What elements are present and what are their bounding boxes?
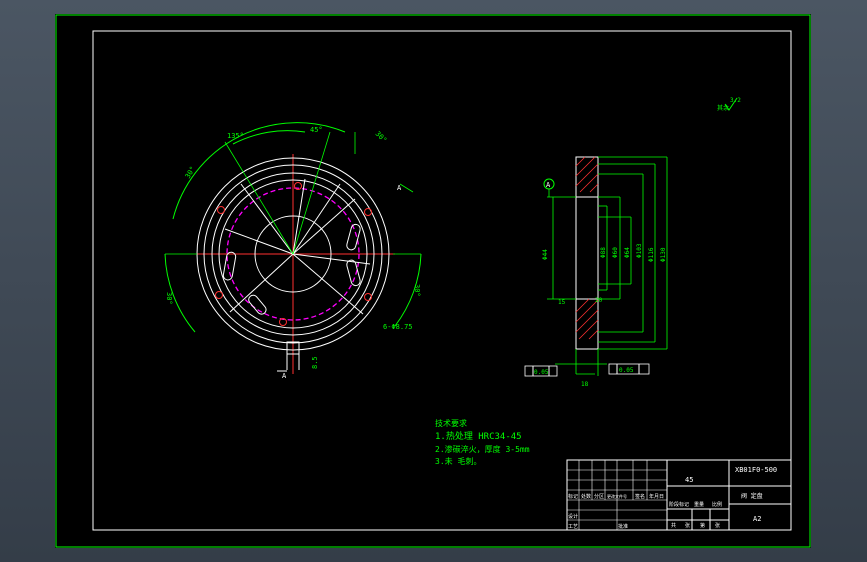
- dim-side-130: Φ130: [660, 247, 667, 262]
- outer-frame: [55, 14, 811, 548]
- tb-scale-label: 比例: [712, 501, 722, 508]
- tb-header-mark: 标记: [568, 493, 578, 500]
- notes-line1: 1.热处理 HRC34-45: [435, 430, 522, 442]
- side-view: Φ44 Φ60 Φ64 Φ88 Φ103 Φ116 Φ130 15 20 18 …: [524, 156, 668, 388]
- notes-line2: 2.渗碳淬火，厚度 3-5mm: [435, 444, 530, 454]
- tb-header-sign: 签名: [635, 493, 645, 500]
- roughness-label: 其余: [717, 104, 729, 112]
- dim-side-60: Φ60: [612, 247, 619, 258]
- tb-stage: 阶段标记: [669, 501, 689, 508]
- tb-number: 第: [700, 522, 705, 529]
- tb-drawing-number: XB01F0-500: [735, 466, 777, 474]
- inner-frame: [92, 30, 792, 531]
- hole-count-label: 6-Φ8.75: [383, 323, 413, 331]
- tb-sheet1: 张: [685, 522, 690, 529]
- roughness-value: 3.2: [730, 97, 741, 104]
- tb-design: 设计: [568, 513, 578, 520]
- section-label-a-bottom: A: [282, 372, 287, 380]
- bore-circle: [254, 215, 332, 293]
- dim-side-103: Φ103: [636, 243, 643, 258]
- angle-135-label: 135°: [227, 132, 244, 140]
- title-block: 标记 处数 分区 更改文件号 签名 年月日 设计 工艺 批准 阶段标记 重量 比…: [566, 459, 792, 531]
- notes-title: 技术要求: [435, 418, 467, 428]
- tb-header-zone: 分区: [594, 493, 604, 500]
- tol-left-value: 0.05: [534, 369, 549, 376]
- tb-header-count: 处数: [581, 493, 591, 500]
- dim-8-5-label: 8.5: [311, 356, 319, 369]
- technical-notes: 技术要求 1.热处理 HRC34-45 2.渗碳淬火，厚度 3-5mm 3.未 …: [435, 418, 530, 466]
- section-label-a-top: A: [397, 184, 402, 192]
- tb-header-file: 更改文件号: [607, 493, 627, 499]
- tb-total: 共: [671, 522, 676, 529]
- datum-a: A: [546, 181, 551, 189]
- dim-side-64: Φ64: [624, 247, 631, 258]
- tb-approve: 批准: [618, 523, 628, 530]
- pitch-circle: [226, 187, 360, 321]
- angle-30-top-right: 30°: [374, 130, 389, 145]
- tol-right-value: 0.05: [619, 367, 634, 374]
- front-view: 135° 45° 30° 30° 30° 30° 6-Φ8.75 8.5 A A: [164, 122, 422, 380]
- dim-side-20: 20: [595, 297, 603, 304]
- dim-side-18: 18: [581, 381, 589, 388]
- cad-viewport[interactable]: 135° 45° 30° 30° 30° 30° 6-Φ8.75 8.5 A A: [55, 14, 811, 548]
- tb-process: 工艺: [568, 524, 578, 530]
- tb-part-name: 阀 定盘: [741, 492, 763, 500]
- angle-30-right: 30°: [413, 284, 421, 297]
- circle-3: [211, 172, 375, 336]
- notes-line3: 3.未 毛刺。: [435, 456, 481, 466]
- roughness-symbol: 其余 3.2: [717, 97, 741, 112]
- drawing-canvas[interactable]: 135° 45° 30° 30° 30° 30° 6-Φ8.75 8.5 A A: [55, 14, 811, 548]
- circle-2: [203, 164, 383, 344]
- tb-header-date: 年月日: [649, 493, 664, 500]
- angle-30-left: 30°: [165, 292, 173, 305]
- dim-side-44: Φ44: [542, 249, 549, 260]
- tb-weight: 重量: [694, 501, 704, 508]
- angle-45-label: 45°: [310, 126, 323, 134]
- tb-sheet2: 张: [715, 522, 720, 529]
- dim-side-116: Φ116: [648, 247, 655, 262]
- tb-material: 45: [685, 476, 693, 484]
- dim-side-15: 15: [558, 299, 566, 306]
- circle-4: [218, 179, 368, 329]
- tb-scale-value: A2: [753, 515, 761, 523]
- dim-side-88: Φ88: [600, 247, 607, 258]
